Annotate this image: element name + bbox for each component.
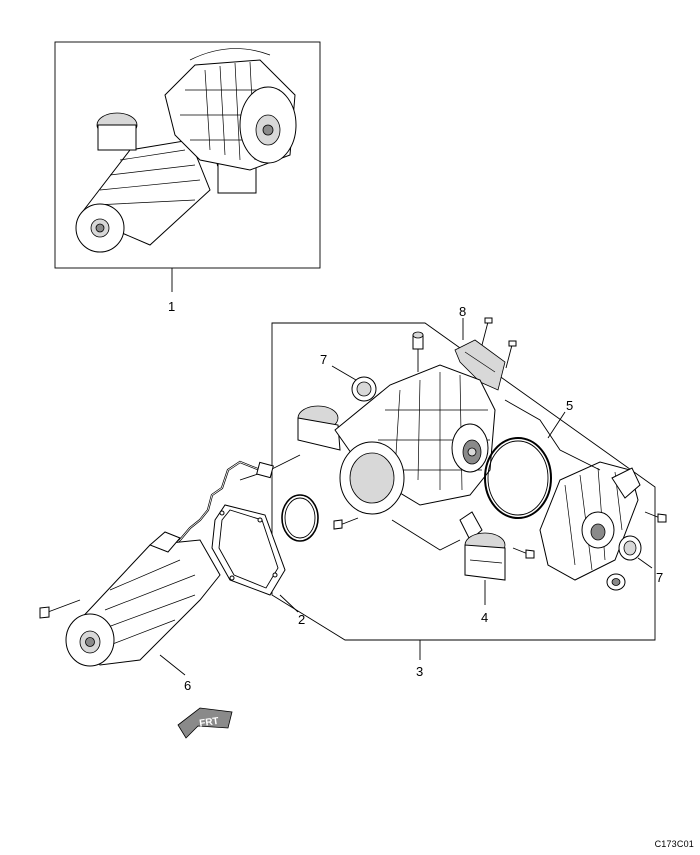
figure-code: C173C01: [654, 839, 694, 849]
callout-2: 2: [298, 612, 305, 627]
carrier-assembly-frame: [271, 322, 656, 641]
vent-plug: [412, 331, 424, 372]
differential-carrier-housing: [297, 364, 496, 515]
callout-7-lower: 7: [656, 570, 663, 585]
oil-seal-lower: [618, 535, 642, 561]
wiring-harness: [169, 460, 274, 549]
front-direction-arrow: FRT: [177, 707, 233, 739]
assembly-leader: [391, 519, 461, 551]
callout-7-upper: 7: [320, 352, 327, 367]
mount-bolt: [512, 547, 535, 559]
callout-6: 6: [184, 678, 191, 693]
complete-assembly-inset: [54, 41, 321, 269]
oil-seal-upper: [351, 376, 377, 402]
callout-1: 1: [168, 299, 175, 314]
housing-bolt: [333, 517, 359, 530]
bushing: [606, 573, 626, 591]
callout-3: 3: [416, 664, 423, 679]
rear-cover: [539, 461, 641, 581]
electronic-coupling-housing: [65, 531, 221, 667]
callout-4: 4: [481, 610, 488, 625]
callout-8: 8: [459, 304, 466, 319]
gasket: [211, 504, 286, 596]
cover-bolt: [644, 511, 667, 523]
large-o-ring: [484, 437, 552, 519]
coupling-bolt: [39, 599, 81, 619]
small-o-ring: [281, 494, 319, 542]
mount-insulator: [459, 511, 506, 581]
callout-5: 5: [566, 398, 573, 413]
mounting-bracket: [454, 317, 517, 391]
frt-label: FRT: [199, 716, 220, 730]
